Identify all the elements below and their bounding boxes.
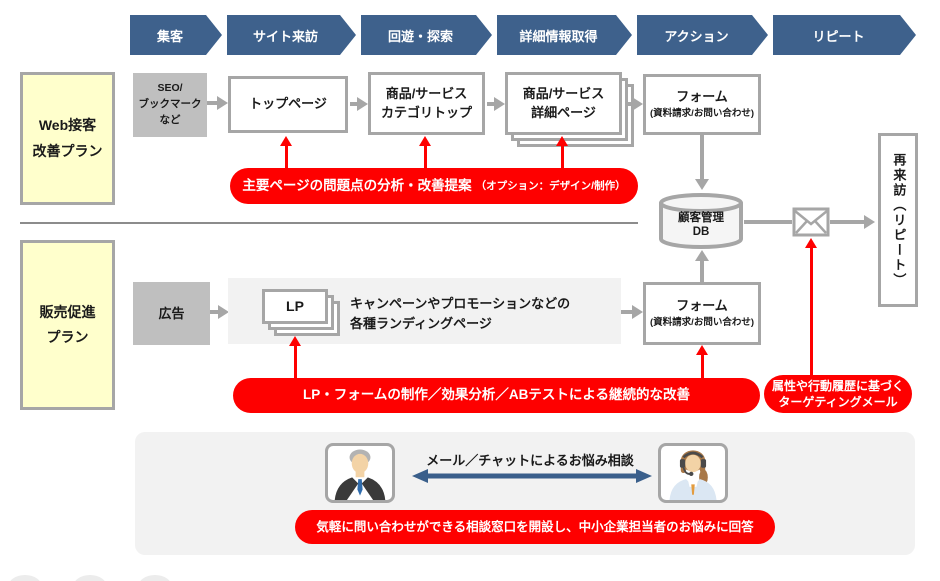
banner-note-text: （オプション：デザイン/制作） — [475, 179, 626, 192]
lp-desc-line1: キャンペーンやプロモーションなどの — [350, 296, 571, 311]
form-subtitle: (資料請求/お問い合わせ) — [650, 317, 754, 329]
flow-arrow-head — [632, 305, 643, 319]
top-page-box: トップページ — [228, 76, 348, 133]
form-subtitle: (資料請求/お問い合わせ) — [650, 108, 754, 120]
funnel-stage-repeat: リピート — [773, 15, 916, 55]
seo-line1: SEO/ — [157, 82, 183, 95]
detail-page-stack: 商品/サービス 詳細ページ — [505, 72, 634, 147]
form-box-sales: フォーム (資料請求/お問い合わせ) — [643, 282, 761, 345]
improvement-arrow-head — [556, 136, 568, 146]
improvement-arrow — [561, 146, 564, 168]
improvement-arrow-head — [289, 336, 301, 346]
plan-sales-line1: 販売促進 — [39, 303, 96, 320]
detail-page-box: 商品/サービス 詳細ページ — [505, 72, 622, 135]
category-line2: カテゴリトップ — [380, 104, 472, 120]
targeting-banner: 属性や行動履歴に基づく ターゲティングメール — [764, 375, 912, 413]
plan-box-web: Web接客 改善プラン — [20, 72, 115, 205]
revisit-label: 再来訪（リピート） — [891, 152, 907, 288]
detail-line2: 詳細ページ — [531, 104, 596, 120]
flow-arrow-head — [494, 97, 505, 111]
category-line1: 商品/サービス — [385, 85, 468, 101]
lp-label: LP — [286, 298, 304, 315]
form-box-web: フォーム (資料請求/お問い合わせ) — [643, 74, 761, 135]
flow-line — [744, 220, 792, 224]
ad-box: 広告 — [133, 282, 210, 345]
plan-sales-line2: プラン — [46, 329, 89, 345]
form-title: フォーム — [676, 89, 728, 105]
lp-stack: LP — [262, 289, 340, 336]
targeting-line1: 属性や行動履歴に基づく — [771, 378, 904, 393]
consult-label: メール／チャットによるお悩み相談 — [426, 453, 634, 468]
form-title: フォーム — [676, 298, 728, 314]
flow-arrow — [487, 102, 494, 106]
ad-label: 広告 — [158, 305, 185, 321]
banner-sales-text: LP・フォームの制作／効果分析／ABテストによる継続的な改善 — [303, 387, 690, 403]
banner-main-text: 主要ページの問題点の分析・改善提案 — [242, 177, 472, 193]
customer-db: 顧客管理 DB — [658, 192, 744, 250]
flow-arrow — [830, 220, 864, 224]
divider-line — [20, 222, 638, 224]
flow-arrow — [350, 102, 357, 106]
funnel-stage-action: アクション — [637, 15, 768, 55]
plan-box-sales: 販売促進 プラン — [20, 240, 115, 410]
seo-box: SEO/ ブックマーク など — [133, 73, 207, 137]
flow-arrow-head — [217, 96, 228, 110]
support-operator-icon — [658, 443, 728, 503]
category-top-box: 商品/サービス カテゴリトップ — [368, 72, 485, 135]
db-label-line1: 顧客管理 — [678, 212, 724, 224]
flow-arrow — [700, 261, 704, 282]
top-page-label: トップページ — [249, 96, 327, 112]
database-cylinder-icon — [659, 193, 743, 249]
businessman-icon — [325, 443, 395, 503]
improvement-banner-web: 主要ページの問題点の分析・改善提案 （オプション：デザイン/制作） — [230, 168, 638, 204]
flow-arrow-head — [632, 97, 643, 111]
flow-arrow-head — [695, 179, 709, 190]
page-dot — [73, 575, 107, 581]
flow-arrow — [210, 310, 218, 314]
consult-double-arrow — [412, 468, 652, 489]
lp-description: キャンペーンやプロモーションなどの 各種ランディングページ — [350, 294, 570, 334]
support-banner-text: 気軽に問い合わせができる相談窓口を開設し、中小企業担当者のお悩みに回答 — [316, 519, 754, 534]
seo-line2: ブックマーク — [138, 98, 202, 111]
plan-web-line2: 改善プラン — [32, 142, 103, 159]
targeting-line2: ターゲティングメール — [778, 395, 898, 409]
improvement-arrow — [701, 355, 704, 378]
flow-arrow — [700, 135, 704, 179]
plan-web-line1: Web接客 — [38, 117, 97, 134]
lp-box: LP — [262, 289, 328, 324]
flow-arrow — [621, 310, 632, 314]
support-banner: 気軽に問い合わせができる相談窓口を開設し、中小企業担当者のお悩みに回答 — [295, 510, 775, 544]
improvement-arrow-head — [280, 136, 292, 146]
improvement-arrow — [285, 146, 288, 168]
funnel-stage-browse: 回遊・探索 — [361, 15, 492, 55]
revisit-box: 再来訪（リピート） — [878, 133, 918, 307]
flow-arrow-head — [864, 215, 875, 229]
improvement-arrow — [424, 146, 427, 168]
improvement-arrow — [294, 346, 297, 378]
funnel-stage-visit: サイト来訪 — [227, 15, 356, 55]
targeting-arrow-head — [805, 238, 817, 248]
flow-arrow-head — [218, 305, 229, 319]
improvement-banner-sales: LP・フォームの制作／効果分析／ABテストによる継続的な改善 — [233, 378, 760, 413]
page-dot — [8, 575, 42, 581]
funnel-stage-attract: 集客 — [130, 15, 222, 55]
targeting-arrow — [810, 248, 813, 375]
improvement-arrow-head — [419, 136, 431, 146]
funnel-stage-detail: 詳細情報取得 — [497, 15, 632, 55]
flow-arrow-head — [357, 97, 368, 111]
seo-line3: など — [159, 113, 181, 126]
flow-arrow — [627, 102, 632, 106]
lp-desc-line2: 各種ランディングページ — [350, 316, 492, 332]
flow-arrow-head — [695, 250, 709, 261]
page-dot — [138, 575, 172, 581]
detail-line1: 商品/サービス — [522, 85, 605, 101]
db-label-line2: DB — [692, 226, 710, 239]
mail-envelope-icon — [792, 207, 830, 242]
flow-arrow — [207, 101, 217, 105]
improvement-arrow-head — [696, 345, 708, 355]
